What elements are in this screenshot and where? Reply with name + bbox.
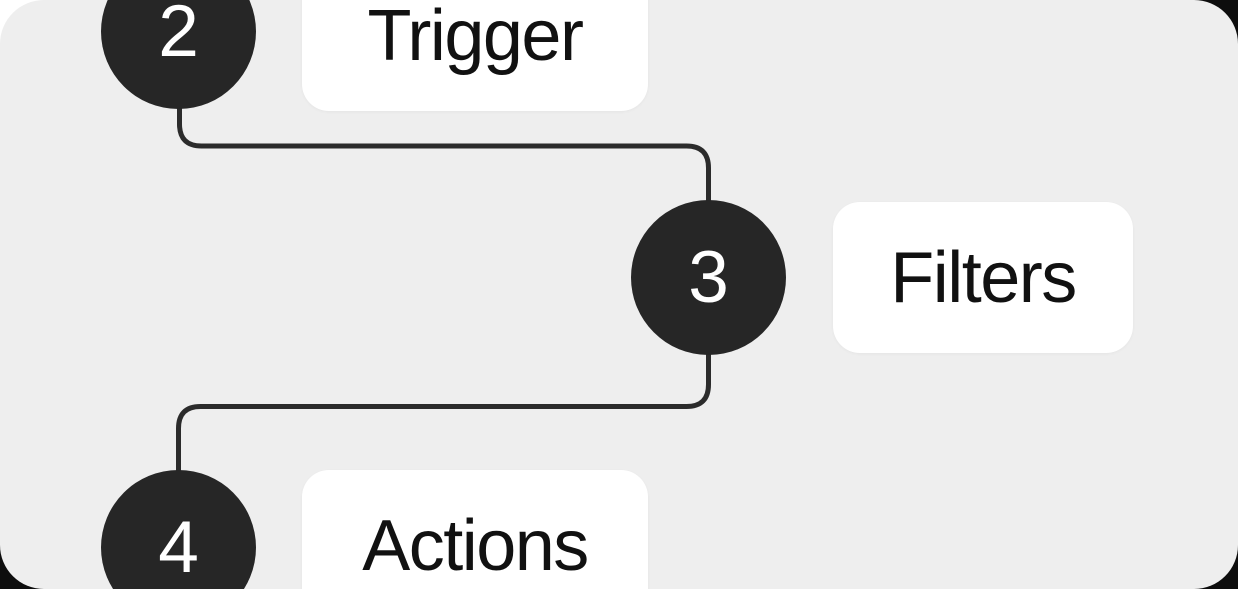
step-label: Filters [890, 237, 1077, 318]
step-card-filters[interactable]: Filters [833, 202, 1133, 353]
step-label: Trigger [367, 0, 584, 76]
step-card-actions[interactable]: Actions [302, 470, 648, 589]
step-number: 4 [158, 507, 199, 588]
step-label: Actions [362, 505, 589, 586]
connector-filters-to-actions [176, 340, 711, 485]
step-node-actions[interactable]: 4 [101, 470, 256, 589]
step-number: 3 [688, 237, 729, 318]
step-node-filters[interactable]: 3 [631, 200, 786, 355]
step-number: 2 [158, 0, 199, 72]
connector-trigger-to-filters [177, 85, 711, 215]
step-card-trigger[interactable]: Trigger [302, 0, 648, 111]
